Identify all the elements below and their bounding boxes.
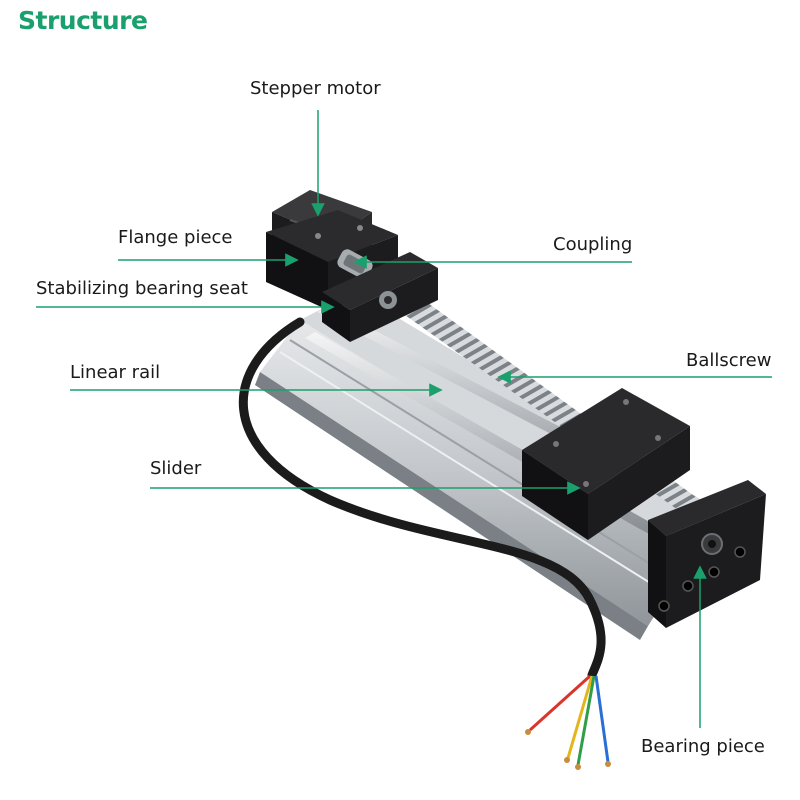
- label-coupling: Coupling: [553, 234, 633, 255]
- label-slider: Slider: [150, 458, 202, 479]
- bearing-end-plate: [648, 480, 766, 628]
- diagram-title: Structure: [18, 6, 148, 35]
- callout-lines: [36, 110, 772, 728]
- label-stepper-motor: Stepper motor: [250, 78, 381, 99]
- label-flange-piece: Flange piece: [118, 227, 233, 248]
- label-ballscrew: Ballscrew: [686, 350, 772, 371]
- motor-cable: [238, 317, 611, 770]
- label-stabilizing-bearing-seat: Stabilizing bearing seat: [36, 278, 248, 299]
- label-linear-rail: Linear rail: [70, 362, 161, 383]
- label-bearing-piece: Bearing piece: [641, 736, 765, 757]
- slider-block: [522, 388, 690, 540]
